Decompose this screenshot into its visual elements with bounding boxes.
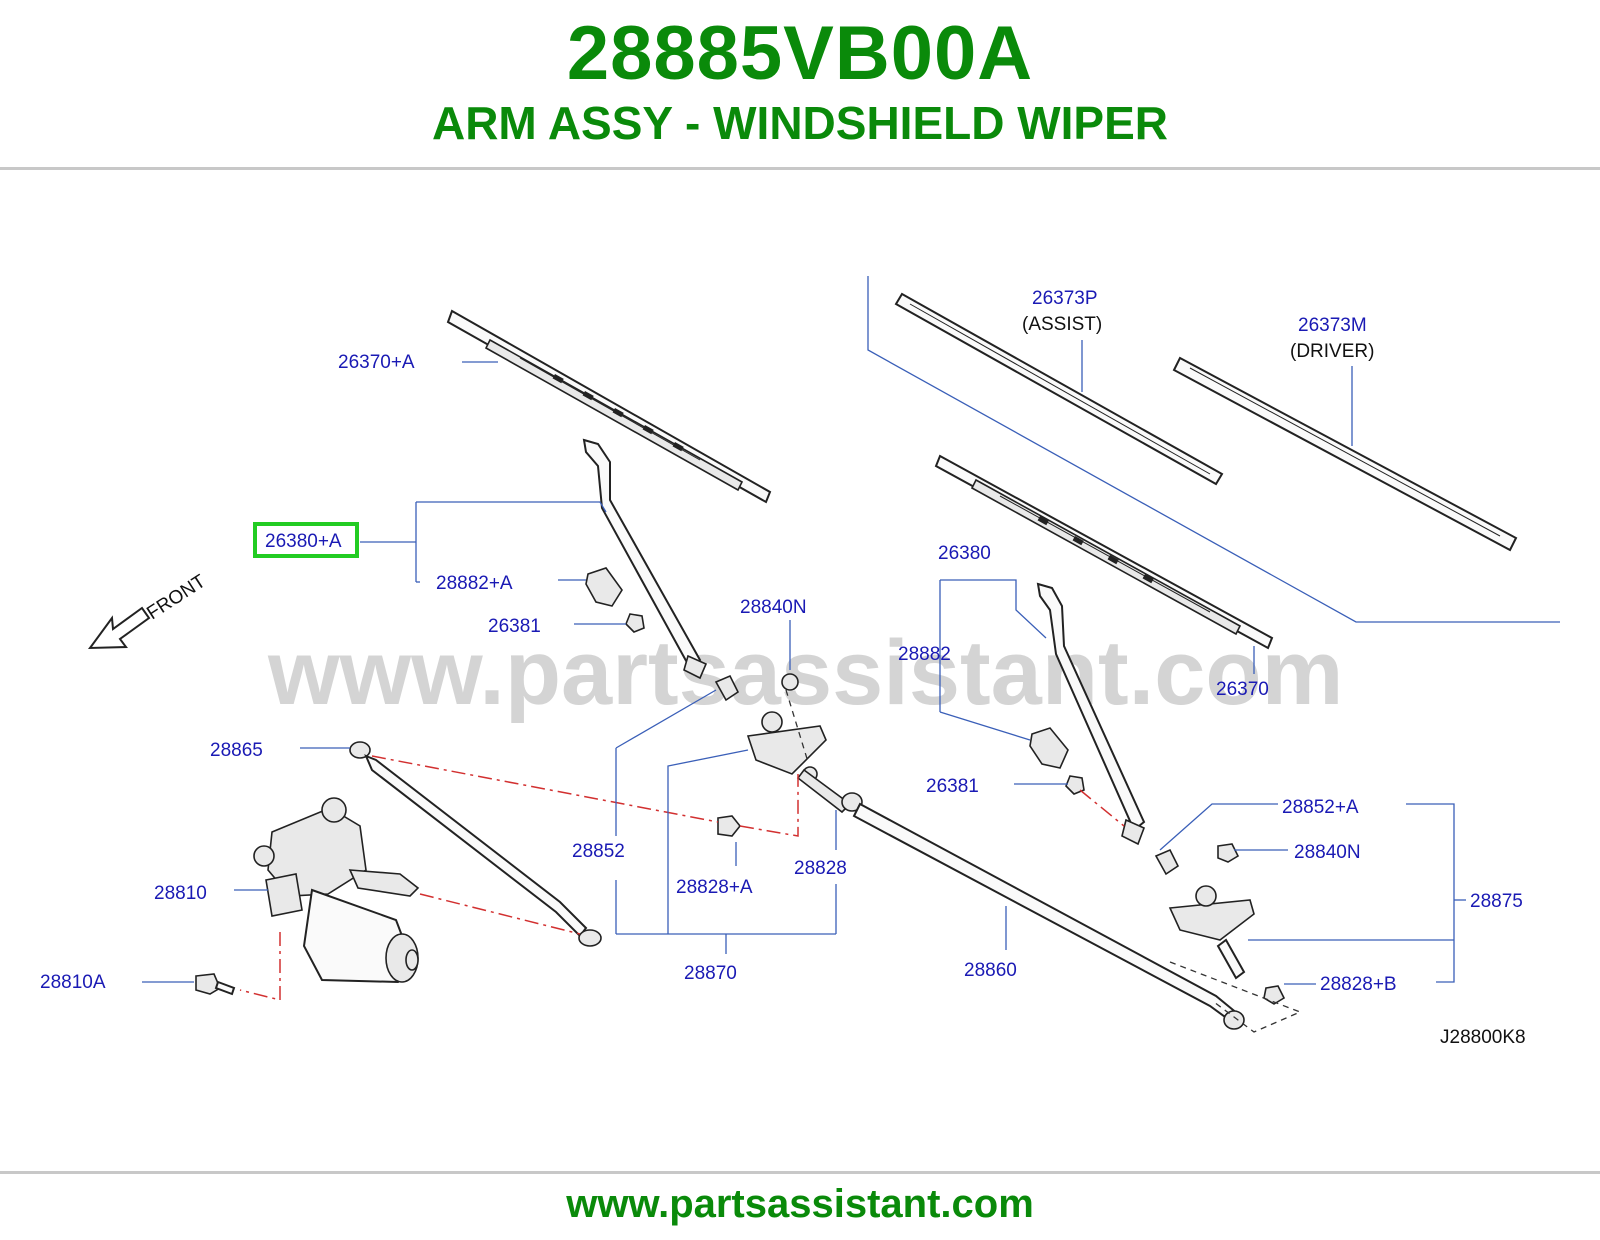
wiper-motor bbox=[253, 797, 420, 984]
callout-28828[interactable]: 28828 bbox=[794, 858, 847, 879]
footer-divider bbox=[0, 1171, 1600, 1174]
pivot-assembly-left bbox=[714, 673, 852, 814]
wiper-blade-left bbox=[446, 309, 772, 504]
callout-28870[interactable]: 28870 bbox=[684, 963, 737, 984]
callout-28828A[interactable]: 28828+A bbox=[676, 877, 753, 898]
callout-28840N-right[interactable]: 28840N bbox=[1294, 842, 1361, 863]
callout-28875[interactable]: 28875 bbox=[1470, 891, 1523, 912]
parts-diagram: www.partsassistant.com FRONT bbox=[0, 170, 1600, 1170]
callout-28852[interactable]: 28852 bbox=[572, 841, 625, 862]
front-arrow-icon bbox=[87, 606, 151, 650]
blade-insert-driver bbox=[1172, 356, 1518, 552]
arm-cap-left bbox=[585, 567, 623, 607]
callout-26370[interactable]: 26370 bbox=[1216, 679, 1269, 700]
nut-28828B bbox=[1263, 985, 1286, 1005]
label-driver: (DRIVER) bbox=[1290, 341, 1374, 362]
wiper-blade-right bbox=[934, 454, 1274, 650]
nut-28828A bbox=[717, 815, 742, 837]
wiper-arm-right bbox=[1036, 582, 1146, 846]
part-number-title: 28885VB00A bbox=[566, 11, 1034, 96]
parts-diagram-svg: www.partsassistant.com FRONT bbox=[40, 276, 1560, 1048]
assembly-guide-lines bbox=[239, 689, 1302, 1033]
callout-26381-left[interactable]: 26381 bbox=[488, 616, 541, 637]
blade-insert-assist bbox=[894, 292, 1224, 486]
watermark-text: www.partsassistant.com bbox=[267, 622, 1343, 724]
callout-28810A[interactable]: 28810A bbox=[40, 972, 106, 993]
callout-26373P[interactable]: 26373P bbox=[1032, 288, 1098, 309]
footer-website-link[interactable]: www.partsassistant.com bbox=[566, 1182, 1034, 1226]
callout-28865[interactable]: 28865 bbox=[210, 740, 263, 761]
part-name-subtitle: ARM ASSY - WINDSHIELD WIPER bbox=[431, 97, 1169, 149]
highlight-box bbox=[253, 522, 359, 558]
callout-28882A[interactable]: 28882+A bbox=[436, 573, 513, 594]
arm-cap-right bbox=[1029, 727, 1069, 769]
link-rod-28865 bbox=[349, 741, 602, 947]
header-divider bbox=[0, 167, 1600, 170]
callout-26381-right[interactable]: 26381 bbox=[926, 776, 979, 797]
callout-26380[interactable]: 26380 bbox=[938, 543, 991, 564]
page-header: 28885VB00A ARM ASSY - WINDSHIELD WIPER bbox=[0, 0, 1600, 170]
callout-28810[interactable]: 28810 bbox=[154, 883, 207, 904]
callout-26380A-highlighted[interactable]: 26380+A bbox=[265, 531, 342, 552]
callout-28840N-top[interactable]: 28840N bbox=[740, 597, 807, 618]
callout-28828B[interactable]: 28828+B bbox=[1320, 974, 1397, 995]
label-assist: (ASSIST) bbox=[1022, 314, 1102, 335]
leader-lines bbox=[142, 276, 1560, 985]
nut-26381-left bbox=[625, 613, 645, 633]
callout-28860[interactable]: 28860 bbox=[964, 960, 1017, 981]
diagram-code: J28800K8 bbox=[1440, 1027, 1526, 1048]
callout-28882[interactable]: 28882 bbox=[898, 644, 951, 665]
callout-28852A[interactable]: 28852+A bbox=[1282, 797, 1359, 818]
wiper-arm-left bbox=[582, 438, 708, 680]
callout-26370A[interactable]: 26370+A bbox=[338, 352, 415, 373]
callout-26373M[interactable]: 26373M bbox=[1298, 315, 1367, 336]
pivot-assembly-right bbox=[1154, 843, 1255, 980]
bolt-28810A bbox=[195, 973, 236, 996]
front-label: FRONT bbox=[143, 571, 210, 624]
link-rod-28860 bbox=[841, 792, 1245, 1030]
